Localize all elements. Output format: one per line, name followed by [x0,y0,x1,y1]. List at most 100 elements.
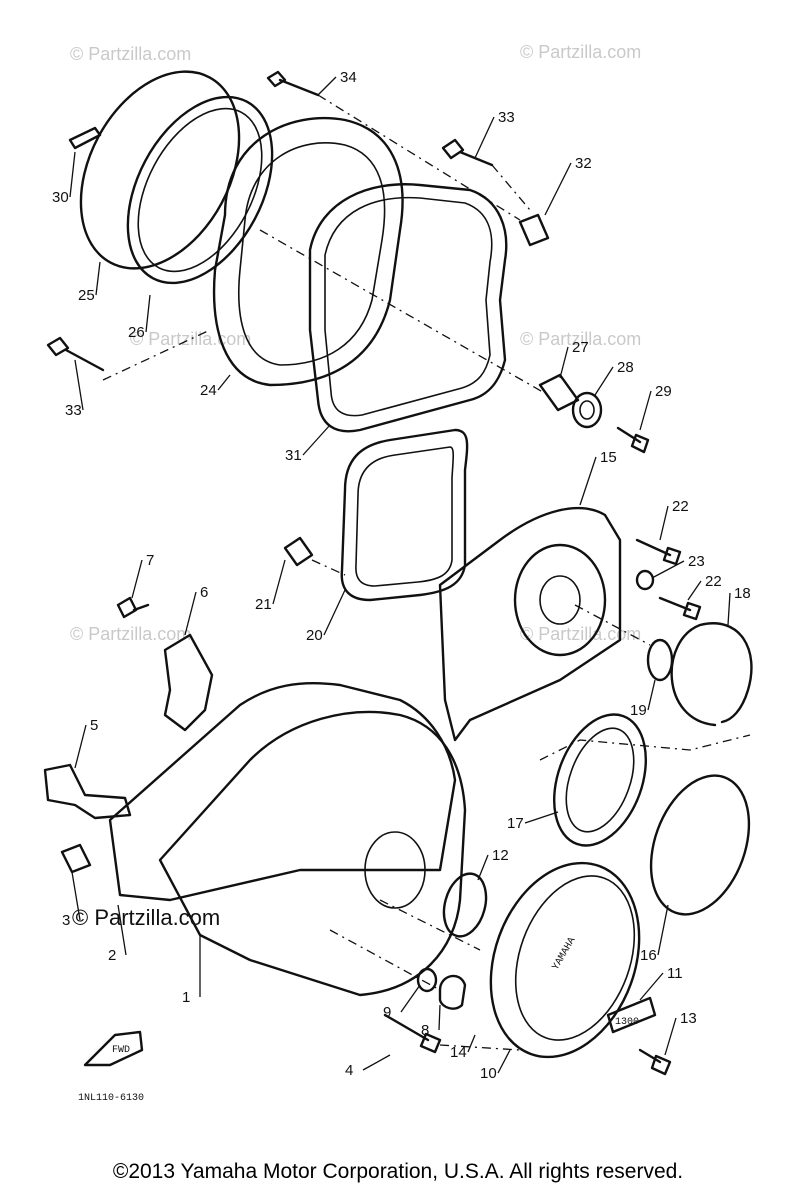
watermark: © Partzilla.com [70,44,191,64]
part-9-oring [416,967,438,993]
part-1-bore [364,831,426,909]
callout-number: 5 [90,717,98,734]
callout-leader [74,359,84,411]
watermark: © Partzilla.com [130,329,251,349]
part-1-crankcase-cover [158,710,467,997]
callout-leader [131,559,143,599]
part-27-bushing [538,373,580,412]
callout-number: 33 [498,109,515,126]
part-23-oring [635,569,655,591]
callout-number: 10 [480,1065,497,1082]
callout-leader [184,591,197,636]
callout-number: 33 [65,402,82,419]
callout-leader [559,346,569,379]
callout-leader [497,1049,511,1074]
callout-number: 25 [78,287,95,304]
callout-leader [400,984,421,1013]
exploded-parts-diagram: © Partzilla.com © Partzilla.com © Partzi… [43,42,753,1104]
watermark-prominent: © Partzilla.com [72,905,220,930]
part-21-dowel [283,536,314,567]
guide-line [317,94,521,221]
callout-leader [477,854,489,881]
callout-number: 13 [680,1010,697,1027]
part-24-cover-inner [237,142,386,366]
part-33-bolt [441,138,494,167]
watermark: © Partzilla.com [520,329,641,349]
callout-leader [438,1004,441,1031]
part-34-bolt [266,70,320,97]
callout-leader [474,116,495,159]
watermark: © Partzilla.com [520,624,641,644]
callout-leader [544,162,572,216]
callout-number: 16 [640,947,657,964]
part-10-cover-face [514,875,636,1041]
part-16-cap [649,774,751,916]
callout-number: 7 [146,552,154,569]
part-24-cover [212,116,404,387]
part-32-dowel [518,213,550,247]
callout-leader [467,1034,476,1053]
callout-leader [657,904,669,956]
part-17-ring [552,713,648,847]
guide-line [102,329,211,381]
part-29-screw [616,426,650,454]
callout-number: 11 [667,965,683,982]
guide-line [329,929,441,991]
callout-leader [639,972,664,1001]
callout-leader [74,724,87,769]
callout-leader [647,679,656,711]
part-3-dowel [60,843,92,874]
callout-number: 32 [575,155,592,172]
callout-number: 31 [285,447,302,464]
guide-line [439,1044,521,1051]
callout-number: 3 [62,912,70,929]
callout-number: 1 [182,989,190,1006]
callout-leader [272,559,286,605]
callout-number: 21 [255,596,272,613]
callout-leader [71,871,81,921]
part-13-screw [638,1048,672,1076]
part-25-ring [79,70,241,270]
guide-line [311,559,346,576]
part-31-gasket [308,183,508,433]
part-20-gasket-inner [355,446,455,587]
part-7-screw [116,596,150,619]
part-15-cover [438,507,622,742]
part-6-bracket [163,633,214,732]
part-8-bushing [438,974,467,1010]
callout-number: 2 [108,947,116,964]
callout-leader [217,374,231,391]
part-28-seal [571,391,603,429]
callout-leader [687,580,702,601]
part-15-bore [539,575,581,625]
callout-group: 3433323025263324312728291522232218762120… [52,69,751,1082]
callout-number: 8 [421,1022,429,1039]
part-20-gasket [340,428,469,602]
part-33-bolt [46,336,105,372]
callout-number: 20 [306,627,323,644]
callout-number: 19 [630,702,647,719]
part-4-bolt [383,1013,442,1054]
fwd-arrow-icon [83,1030,144,1067]
part-2-gasket [108,682,457,902]
callout-number: 23 [688,553,705,570]
callout-leader [117,904,127,956]
badge-text: 1300 [615,1017,639,1028]
guide-line [574,604,651,646]
callout-number: 9 [383,1004,391,1021]
guide-line [259,229,549,396]
callout-number: 15 [600,449,617,466]
part-5-bracket [43,763,132,820]
callout-leader [524,811,559,824]
callout-number: 34 [340,69,357,86]
callout-leader [639,390,652,431]
callout-leader [145,294,151,333]
callout-leader [651,560,685,579]
drawing-code: 1NL110-6130 [78,1093,144,1104]
callout-number: 14 [450,1044,467,1061]
callout-number: 12 [492,847,509,864]
callout-leader [664,1017,677,1056]
callout-leader [317,76,337,96]
callout-number: 22 [672,498,689,515]
callout-number: 17 [507,815,524,832]
